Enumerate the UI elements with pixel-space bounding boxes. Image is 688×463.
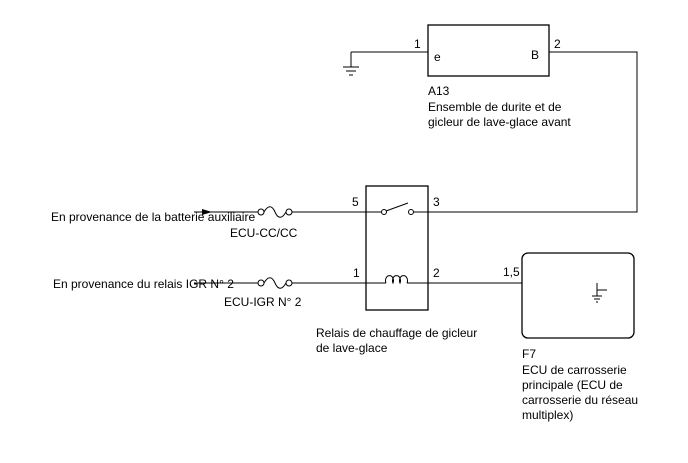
a13-to-relay-wire [428, 51, 638, 213]
a13-pin-left-label: e [434, 50, 441, 64]
relay-pin-3: 3 [433, 195, 440, 209]
f7-name-line1: ECU de carrosserie [522, 363, 627, 377]
a13-pin-right-label: B [531, 48, 539, 62]
a13-name-line2: gicleur de lave-glace avant [428, 115, 571, 129]
igr-source-label: En provenance du relais IGR N° 2 [53, 277, 234, 291]
f7-name-line2: principale (ECU de [522, 378, 623, 392]
f7-box [521, 252, 635, 339]
battery-source-label: En provenance de la batterie auxiliaire [51, 210, 255, 224]
relay-name-line1: Relais de chauffage de gicleur [316, 326, 477, 340]
battery-circuit: En provenance de la batterie auxiliaire … [51, 206, 366, 240]
ground-icon [343, 52, 359, 76]
a13-pin-left-number: 1 [414, 37, 421, 51]
internal-ground-icon [592, 283, 607, 303]
a13-pin-right-number: 2 [554, 37, 561, 51]
a13-code: A13 [428, 84, 450, 98]
fuse-icon [257, 277, 293, 289]
f7-name-line4: multiplex) [522, 408, 573, 422]
arrow-icon [202, 209, 212, 215]
f7-component: F7 ECU de carrosserie principale (ECU de… [521, 252, 638, 422]
f7-code: F7 [522, 347, 536, 361]
relay-box [365, 185, 429, 311]
relay-coil-icon [366, 275, 428, 285]
fuse-icon [257, 206, 293, 218]
fuse-ecu-igr-label: ECU-IGR N° 2 [224, 295, 302, 309]
a13-component: 1 e B 2 A13 Ensemble de durite et de gic… [343, 24, 571, 129]
relay-name-line2: de lave-glace [316, 341, 388, 355]
relay-pin-1: 1 [353, 266, 360, 280]
relay-switch-icon [366, 202, 428, 215]
relay-pin-2: 2 [433, 266, 440, 280]
f7-name-line3: carrosserie du réseau [522, 393, 638, 407]
fuse-ecu-cc-label: ECU-CC/CC [230, 226, 298, 240]
a13-box [427, 24, 550, 77]
relay-pin-5: 5 [352, 195, 359, 209]
a13-name-line1: Ensemble de durite et de [428, 100, 562, 114]
igr-circuit: En provenance du relais IGR N° 2 ECU-IGR… [53, 277, 366, 309]
relay-component: 5 3 1 2 Relais de chauffage de gicleur d… [316, 185, 477, 355]
